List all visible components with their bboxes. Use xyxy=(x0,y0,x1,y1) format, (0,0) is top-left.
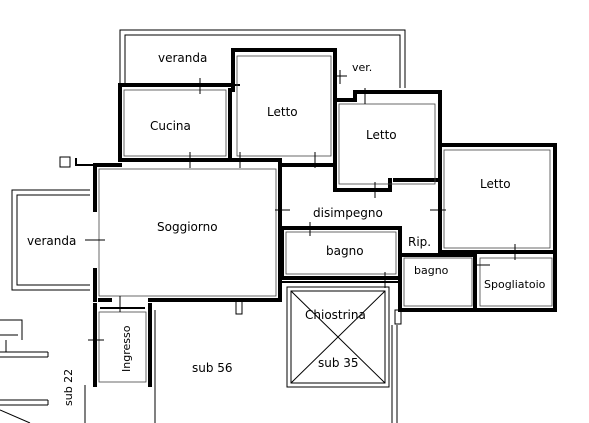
label-bagno-2: bagno xyxy=(414,264,449,277)
veranda-left-outline xyxy=(11,189,90,291)
door-marks xyxy=(59,70,516,341)
room-labels: veranda ver. Cucina Letto Letto Letto So… xyxy=(27,51,546,406)
label-letto-2: Letto xyxy=(366,128,397,142)
label-sub35: sub 35 xyxy=(318,356,359,370)
label-veranda-left: veranda xyxy=(27,234,76,248)
label-bagno-1: bagno xyxy=(326,244,364,258)
inner-wall-faces xyxy=(98,55,553,383)
walls xyxy=(93,48,557,387)
label-sub22: sub 22 xyxy=(62,369,75,406)
label-disimpegno: disimpegno xyxy=(313,206,383,220)
label-spogliatoio: Spogliatoio xyxy=(484,278,546,291)
label-ingresso: Ingresso xyxy=(120,325,133,372)
label-rip: Rip. xyxy=(408,235,431,249)
label-cucina: Cucina xyxy=(150,119,191,133)
label-veranda-top: veranda xyxy=(158,51,207,65)
label-letto-1: Letto xyxy=(267,105,298,119)
label-chiostrina: Chiostrina xyxy=(305,308,366,322)
label-sub56: sub 56 xyxy=(192,361,233,375)
chiostrina-shaft xyxy=(286,286,390,388)
stair-lines xyxy=(0,310,398,423)
label-soggiorno: Soggiorno xyxy=(157,220,218,234)
label-letto-3: Letto xyxy=(480,177,511,191)
label-ver: ver. xyxy=(352,61,372,74)
veranda-top-outline xyxy=(119,29,406,88)
